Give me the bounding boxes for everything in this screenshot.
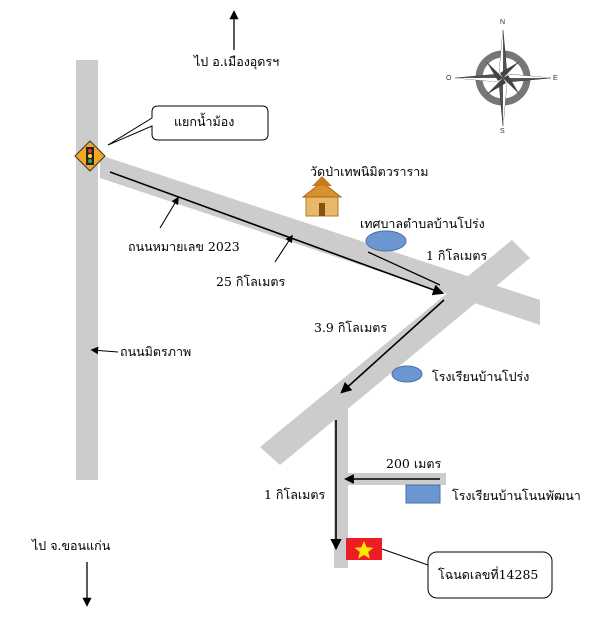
temple-label: วัดป่าเทพนิมิตวราราม [310,164,429,179]
distance-1km-bottom-label: 1 กิโลเมตร [264,487,326,502]
distance-3-9km-label: 3.9 กิโลเมตร [314,320,388,335]
mitraphap-road-label: ถนนมิตรภาพ [120,344,192,359]
road-mitraphap [76,60,98,480]
to-muang-udon-label: ไป อ.เมืองอุดรฯ [194,54,280,69]
deed-callout-box [427,551,553,599]
road-diagonal [260,240,530,465]
road-2023 [100,155,540,325]
compass-n-label: N [500,19,506,26]
temple-icon [301,176,343,217]
pointer-mitraphap [90,346,119,355]
route-arrow-2023 [109,171,445,296]
distance-25km-label: 25 กิโลเมตร [216,274,286,289]
municipality-label: เทศบาลตำบลบ้านโปร่ง [360,216,485,231]
to-khon-kaen-label: ไป จ.ขอนแก่น [32,538,111,553]
deed-label: โฉนดเลขที่14285 [438,567,539,582]
distance-1km-top-label: 1 กิโลเมตร [426,248,488,263]
distance-200m-label: 200 เมตร [386,456,442,471]
road-2023-label: ถนนหมายเลข 2023 [128,239,240,254]
compass-e-label: E [553,75,558,82]
school-bannonpattana-marker [405,484,441,504]
junction-label: แยกน้ำม้อง [174,114,235,129]
school-banprong-marker [391,365,423,383]
compass-w-label: O [446,75,452,82]
road-soi-vertical [334,400,348,568]
pointer-25km [274,234,293,263]
municipality-marker [365,230,407,252]
compass-s-label: S [500,128,505,135]
route-arrow-diagonal [340,299,445,394]
junction-callout-box [107,105,269,146]
star-marker [346,538,382,560]
compass-rose [454,29,552,127]
school-bannonpattana-label: โรงเรียนบ้านโนนพัฒนา [452,488,581,503]
school-banprong-label: โรงเรียนบ้านโปร่ง [432,369,530,384]
route-arrow-municipality [367,251,441,286]
traffic-light-sign [74,140,106,172]
deed-callout-pointer [381,548,429,566]
pointer-road-2023 [159,196,179,229]
